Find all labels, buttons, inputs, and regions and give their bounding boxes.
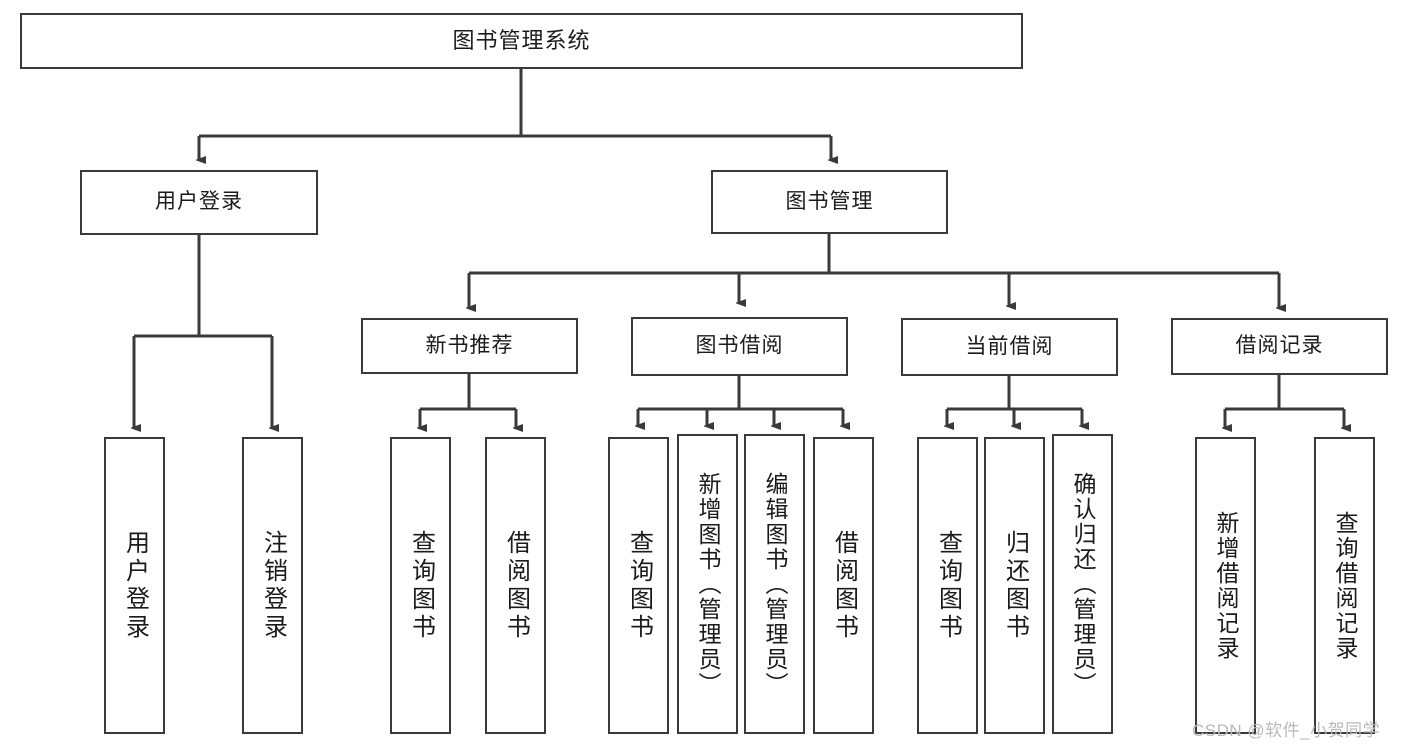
node-leaf-return-books[interactable]: 归还图书: [984, 437, 1045, 734]
node-leaf-edit-book-admin[interactable]: 编辑图书（管理员）: [744, 434, 805, 734]
node-label: 编辑图书（管理员）: [762, 471, 788, 697]
node-leaf-borrow-books[interactable]: 借阅图书: [813, 437, 874, 734]
node-label: 归还图书: [1001, 529, 1029, 642]
node-leaf-query-borrow-record[interactable]: 查询借阅记录: [1314, 437, 1375, 734]
watermark: CSDN @软件_小贺同学: [1192, 721, 1381, 740]
node-leaf-logout[interactable]: 注销登录: [242, 437, 303, 734]
node-label: 当前借阅: [965, 334, 1054, 358]
node-label: 图书借阅: [695, 334, 784, 358]
node-label: 用户登录: [121, 529, 149, 642]
node-label: 查询图书: [625, 529, 653, 642]
node-current-borrowing[interactable]: 当前借阅: [901, 318, 1118, 376]
node-book-management[interactable]: 图书管理: [711, 170, 948, 234]
node-leaf-query-books-current[interactable]: 查询图书: [917, 437, 978, 734]
node-label: 确认归还（管理员）: [1070, 471, 1096, 697]
node-leaf-confirm-return-admin[interactable]: 确认归还（管理员）: [1052, 434, 1113, 734]
node-book-borrowing[interactable]: 图书借阅: [631, 317, 848, 376]
node-label: 借阅图书: [502, 529, 530, 642]
node-label: 借阅记录: [1235, 334, 1324, 358]
node-label: 新书推荐: [425, 333, 514, 357]
node-label: 图书管理: [785, 189, 874, 213]
node-label: 查询图书: [934, 529, 962, 642]
node-leaf-add-borrow-record[interactable]: 新增借阅记录: [1195, 437, 1256, 734]
node-new-book-recommendation[interactable]: 新书推荐: [361, 318, 578, 374]
node-leaf-borrow-books-recommend[interactable]: 借阅图书: [485, 437, 546, 734]
node-label: 查询图书: [407, 529, 435, 642]
node-borrowing-records[interactable]: 借阅记录: [1171, 318, 1388, 375]
node-root-book-management-system[interactable]: 图书管理系统: [20, 13, 1023, 69]
node-label: 注销登录: [259, 529, 287, 642]
node-label: 借阅图书: [830, 529, 858, 642]
node-user-login[interactable]: 用户登录: [80, 170, 318, 235]
node-leaf-add-book-admin[interactable]: 新增图书（管理员）: [677, 434, 738, 734]
node-label: 查询借阅记录: [1332, 510, 1358, 661]
node-label: 用户登录: [155, 190, 243, 214]
node-leaf-query-books-borrow[interactable]: 查询图书: [608, 437, 669, 734]
node-label: 图书管理系统: [452, 28, 591, 54]
node-label: 新增图书（管理员）: [695, 471, 721, 697]
node-leaf-user-login[interactable]: 用户登录: [104, 437, 165, 734]
node-leaf-query-books-recommend[interactable]: 查询图书: [390, 437, 451, 734]
node-label: 新增借阅记录: [1213, 510, 1239, 661]
